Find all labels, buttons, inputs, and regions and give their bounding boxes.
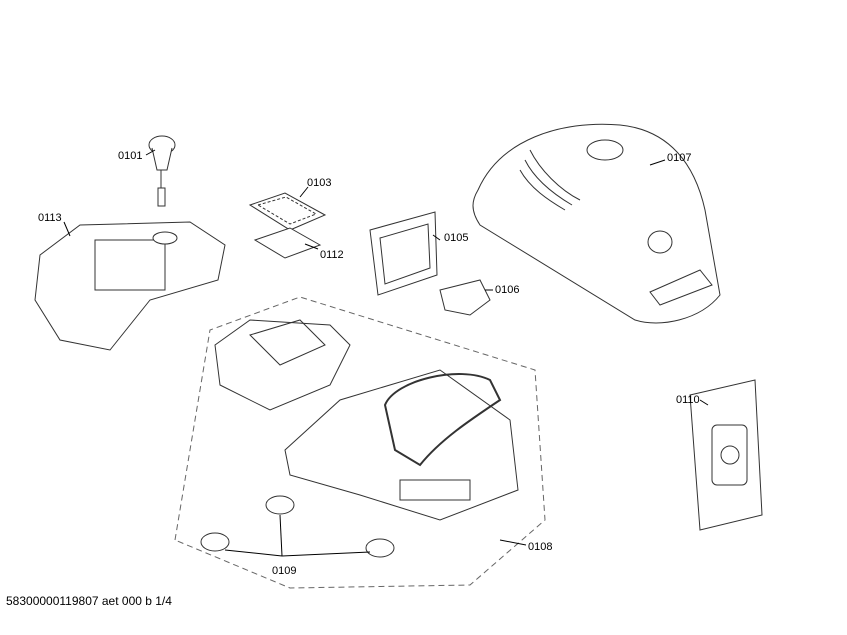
label-0106: 0106	[495, 284, 520, 296]
label-0113: 0113	[38, 212, 62, 224]
label-0110: 0110	[676, 394, 700, 406]
part-0113-housing	[34, 221, 226, 351]
part-0109-feet	[200, 495, 395, 558]
part-0112-pad	[253, 227, 322, 259]
part-0106-clip	[439, 279, 491, 316]
part-0107-cover	[472, 123, 721, 324]
label-0108: 0108	[528, 541, 553, 553]
label-0112: 0112	[320, 249, 344, 261]
label-0107: 0107	[667, 152, 692, 164]
label-0103: 0103	[307, 177, 332, 189]
part-0105-grille	[369, 211, 438, 296]
part-inner-housing	[214, 319, 351, 411]
label-0105: 0105	[444, 232, 469, 244]
part-0103-filter	[248, 192, 327, 231]
label-0101: 0101	[118, 150, 143, 162]
assembly-outline	[174, 296, 546, 589]
part-0108-base	[284, 369, 519, 521]
document-footer: 58300000119807 aet 000 b 1/4	[6, 594, 172, 608]
leader-lines	[63, 149, 709, 546]
part-0110-bag	[689, 379, 763, 531]
label-0109: 0109	[272, 565, 297, 577]
part-0101-knob	[148, 135, 176, 207]
